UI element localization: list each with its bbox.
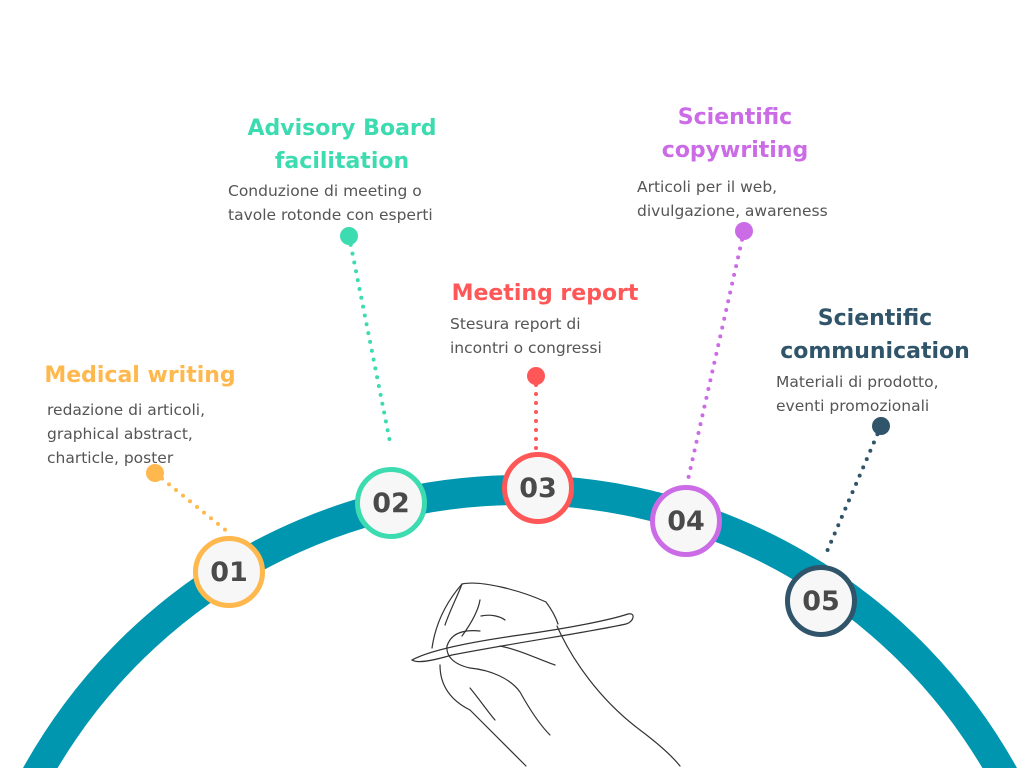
step-03-badge: 03 xyxy=(502,452,574,524)
step-01-description: redazione di articoli, graphical abstrac… xyxy=(47,398,205,470)
desc-line: Articoli per il web, xyxy=(637,178,778,196)
title-line: Scientific xyxy=(817,306,933,331)
desc-line: incontri o congressi xyxy=(450,339,602,357)
hand-with-pen-illustration xyxy=(410,582,681,767)
connector-04 xyxy=(685,229,746,486)
desc-line: Conduzione di meeting o xyxy=(228,182,422,200)
step-05-badge: 05 xyxy=(785,565,857,637)
marker-dot-01 xyxy=(146,464,164,482)
desc-line: divulgazione, awareness xyxy=(637,202,828,220)
title-line: communication xyxy=(780,339,970,364)
title-line: Advisory Board xyxy=(247,116,437,141)
step-02-description: Conduzione di meeting o tavole rotonde c… xyxy=(228,179,433,227)
title-line: facilitation xyxy=(274,149,410,174)
step-05-description: Materiali di prodotto, eventi promoziona… xyxy=(776,370,939,418)
marker-dot-02 xyxy=(340,227,358,245)
step-01-title: Medical writing xyxy=(44,363,236,388)
connector-01 xyxy=(153,471,230,534)
connector-05 xyxy=(823,424,883,558)
step-05-title: Scientific communication xyxy=(760,302,990,368)
desc-line: charticle, poster xyxy=(47,449,174,467)
step-03-description: Stesura report di incontri o congressi xyxy=(450,312,602,360)
step-02-badge: 02 xyxy=(355,467,427,539)
desc-line: eventi promozionali xyxy=(776,397,930,415)
title-line: copywriting xyxy=(661,138,809,163)
connector-02 xyxy=(347,234,392,444)
step-02-title: Advisory Board facilitation xyxy=(212,112,472,178)
marker-dot-03 xyxy=(527,367,545,385)
step-01-badge: 01 xyxy=(193,536,265,608)
step-04-title: Scientific copywriting xyxy=(625,101,845,167)
desc-line: Materiali di prodotto, xyxy=(776,373,939,391)
timeline-arc xyxy=(23,474,1017,768)
desc-line: Stesura report di xyxy=(450,315,581,333)
desc-line: graphical abstract, xyxy=(47,425,193,443)
marker-dot-05 xyxy=(872,417,890,435)
title-line: Scientific xyxy=(677,105,793,130)
desc-line: tavole rotonde con esperti xyxy=(228,206,433,224)
marker-dot-04 xyxy=(735,222,753,240)
step-04-badge: 04 xyxy=(650,485,722,557)
step-03-title: Meeting report xyxy=(451,281,639,306)
desc-line: redazione di articoli, xyxy=(47,401,205,419)
step-04-description: Articoli per il web, divulgazione, aware… xyxy=(637,175,828,223)
